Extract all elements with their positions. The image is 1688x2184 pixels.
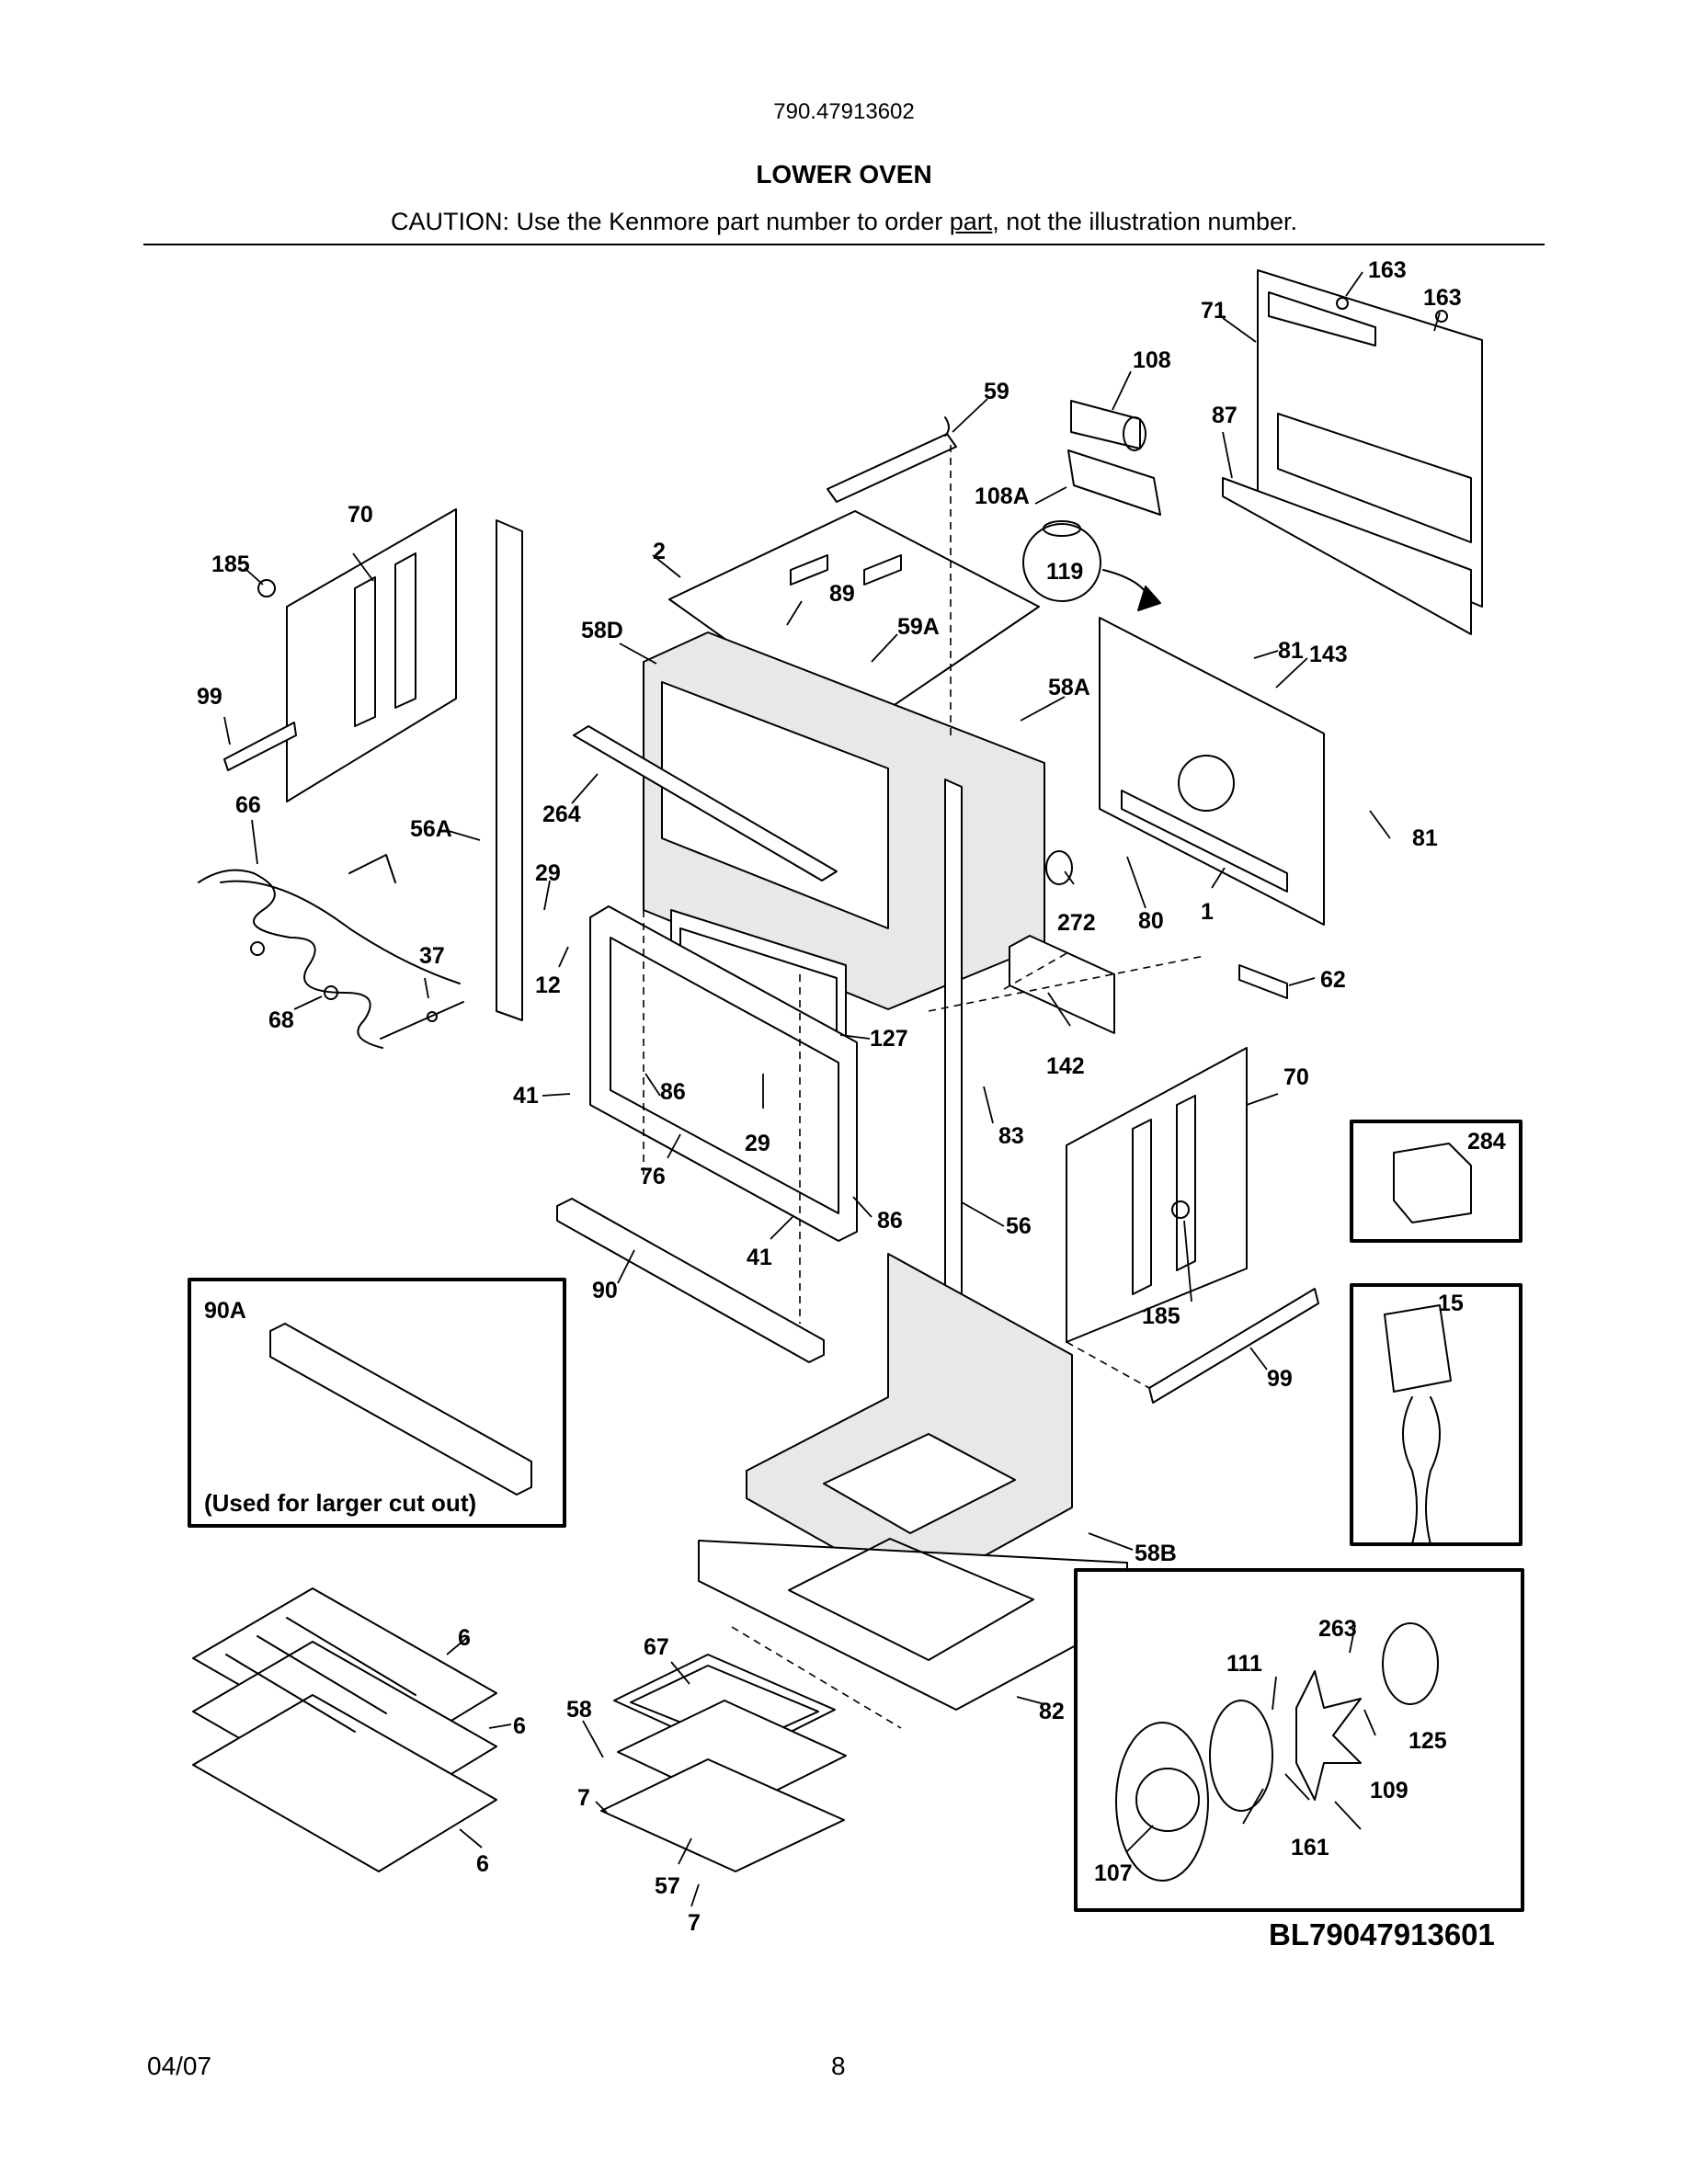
part-119-thermostat-inset [1022,520,1161,611]
part-70-right-panel [1066,1047,1319,1404]
header-rule [143,244,1545,245]
part-label: 2 [653,539,666,564]
part-label: 284 [1467,1129,1506,1155]
part-label: 81 [1278,638,1304,664]
part-56A-strip [496,519,523,1021]
part-label: 125 [1409,1728,1447,1754]
part-90A-trim-inset [188,1278,566,1528]
part-label: 83 [998,1123,1024,1149]
part-108-blower [1067,400,1161,516]
part-62-terminal-block [1238,964,1288,999]
section-title: LOWER OVEN [756,160,932,188]
part-label: 109 [1370,1778,1409,1803]
part-label: 263 [1318,1616,1357,1642]
part-58B-base-frame [746,1253,1073,1595]
part-label: 185 [211,552,250,577]
part-76-door-frame [589,905,858,1242]
part-label: 264 [542,802,581,827]
part-label: 41 [513,1083,539,1109]
part-label: 86 [877,1208,903,1234]
diagram-id: BL79047913601 [1269,1917,1495,1951]
part-label: 87 [1212,403,1237,428]
part-label: 185 [1142,1303,1180,1329]
model-number: 790.47913602 [773,99,915,124]
part-label: 70 [348,502,373,528]
part-label: 81 [1412,825,1438,851]
part-label: 111 [1226,1651,1262,1677]
part-label: 163 [1368,257,1407,283]
page-number: 8 [831,2052,846,2080]
part-label: 163 [1423,285,1462,311]
part-264-vent-bar [573,725,838,882]
part-label: 58 [566,1697,592,1723]
part-label: 67 [644,1634,669,1660]
part-label: 59 [984,379,1009,404]
part-82-bottom-tray [698,1538,1128,1711]
part-66-bake-element [198,854,461,1049]
part-label: 142 [1046,1053,1085,1079]
part-label: 15 [1438,1291,1464,1316]
inset-90A-note: (Used for larger cut out) [204,1489,476,1517]
part-label: 1 [1201,899,1214,925]
part-59-duct [827,416,957,503]
part-blower-assembly-inset [1074,1568,1524,1912]
part-label: 70 [1283,1064,1309,1090]
part-label: 7 [577,1785,590,1811]
part-label: 108 [1133,347,1171,373]
part-label: 57 [655,1873,680,1899]
part-70-left-panel [223,508,457,802]
part-label: 90A [204,1298,246,1324]
part-label: 108A [975,483,1030,509]
part-label: 143 [1309,642,1348,667]
part-label: 56 [1006,1213,1032,1239]
part-label: 6 [476,1851,489,1877]
caution-part-link[interactable]: part [949,208,993,235]
part-label: 71 [1201,298,1226,324]
part-67-bottom-element [600,1654,847,1872]
part-label: 66 [235,792,261,818]
part-71-rear-panel [1222,269,1483,635]
part-272-cylinder [1045,850,1073,885]
caution-note: CAUTION: Use the Kenmore part number to … [0,208,1688,236]
part-label: 6 [458,1625,471,1651]
part-label: 80 [1138,908,1164,934]
part-label: 29 [745,1131,770,1156]
footer-date: 04/07 [147,2052,212,2080]
part-label: 58B [1135,1541,1177,1566]
part-label: 82 [1039,1699,1065,1724]
part-label: 58D [581,618,623,643]
part-label: 127 [870,1026,908,1052]
part-56-post [944,779,963,1315]
part-label: 37 [419,943,445,969]
part-label: 7 [688,1910,701,1936]
caution-prefix: CAUTION: Use the Kenmore part number to … [391,208,950,235]
part-label: 12 [535,973,561,998]
part-label: 107 [1094,1860,1133,1886]
part-label: 58A [1048,675,1090,700]
part-label: 86 [660,1079,686,1105]
part-284-transformer-inset [1350,1120,1523,1243]
part-6-oven-racks [192,1587,497,1872]
part-label: 161 [1291,1835,1329,1860]
part-label: 99 [197,684,222,710]
part-label: 68 [268,1007,294,1033]
part-37-sensor [380,1001,464,1040]
part-label: 41 [747,1245,772,1270]
part-label: 272 [1057,910,1096,936]
part-label: 62 [1320,967,1346,993]
caution-suffix: , not the illustration number. [992,208,1297,235]
part-90-trim [556,1198,825,1363]
part-label: 89 [829,581,855,607]
part-label: 59A [897,614,940,640]
part-15-controller-inset [1350,1283,1523,1546]
part-label: 6 [513,1713,526,1739]
part-label: 99 [1267,1366,1293,1392]
part-label: 29 [535,860,561,886]
part-label: 56A [410,816,452,842]
part-1-back-panel [1099,617,1325,926]
part-label: 119 [1046,559,1083,585]
part-label: 90 [592,1278,618,1303]
part-label: 76 [640,1164,666,1189]
